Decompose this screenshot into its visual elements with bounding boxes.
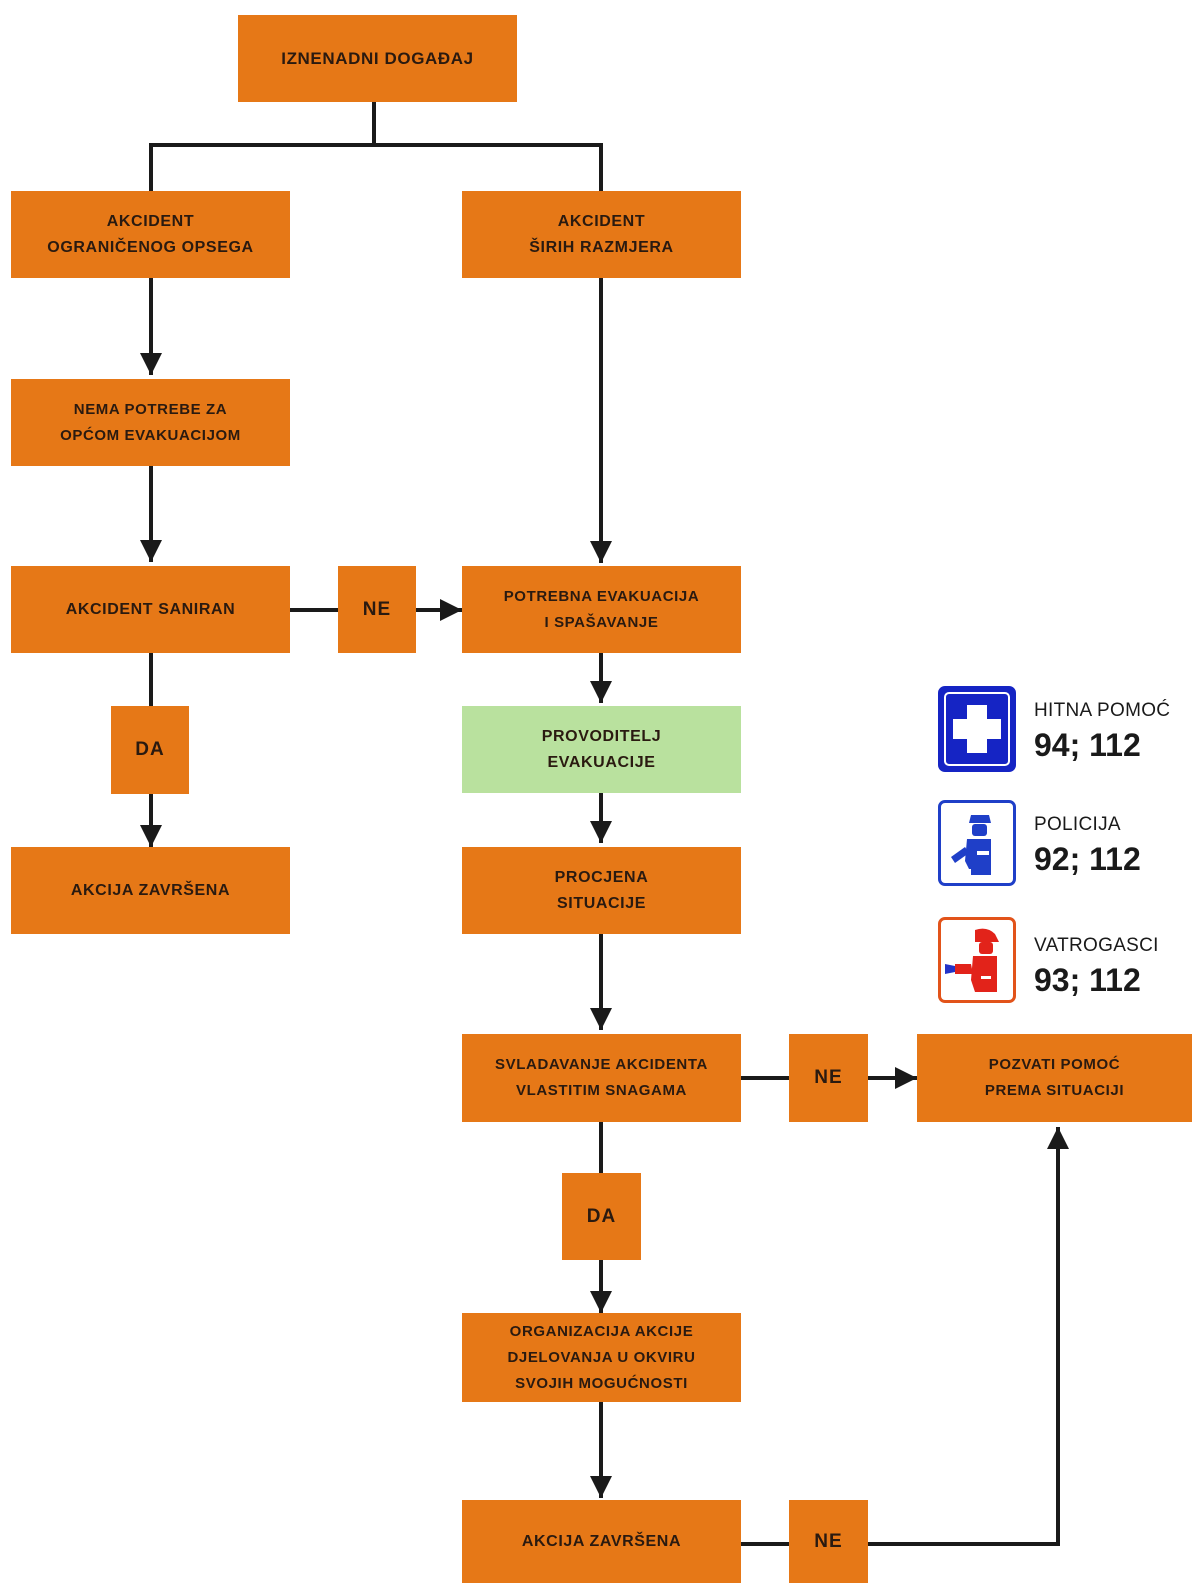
legend-vatrogasci-number: 93; 112 [1034, 962, 1141, 998]
decision-ne-bottom: NE [789, 1500, 868, 1583]
legend-policija-number: 92; 112 [1034, 841, 1141, 877]
node-akcija-zavrsena-left: AKCIJA ZAVRŠENA [11, 847, 290, 934]
arrow-ne-to-callhelp-loop [868, 1127, 1069, 1546]
decision-da-left: DA [111, 706, 189, 794]
split-connector-right [374, 143, 603, 191]
split-connector [149, 102, 376, 191]
node-nema-potrebe-za-evakuacijom: NEMA POTREBE ZA OPĆOM EVAKUACIJOM [11, 379, 290, 466]
node-iznenadni-dogadaj: IZNENADNI DOGAĐAJ [238, 15, 517, 102]
node-svladavanje-akcidenta: SVLADAVANJE AKCIDENTA VLASTITIM SNAGAMA [462, 1034, 741, 1122]
legend-policija-label: POLICIJA [1034, 814, 1121, 835]
node-potrebna-evakuacija: POTREBNA EVAKUACIJA I SPAŠAVANJE [462, 566, 741, 653]
medical-cross-icon [938, 686, 1016, 772]
decision-ne-middle: NE [789, 1034, 868, 1122]
legend-hitna-pomoc-number: 94; 112 [1034, 727, 1141, 763]
decision-da-right: DA [562, 1173, 641, 1260]
node-akcident-saniran: AKCIDENT SANIRAN [11, 566, 290, 653]
node-organizacija-akcije: ORGANIZACIJA AKCIJE DJELOVANJA U OKVIRU … [462, 1313, 741, 1402]
decision-ne-left: NE [338, 566, 416, 653]
legend-vatrogasci-label: VATROGASCI [1034, 935, 1159, 956]
firefighter-icon [938, 917, 1016, 1003]
node-akcident-ogranicenog-opsega: AKCIDENT OGRANIČENOG OPSEGA [11, 191, 290, 278]
node-akcija-zavrsena-right: AKCIJA ZAVRŠENA [462, 1500, 741, 1583]
legend-hitna-pomoc-label: HITNA POMOĆ [1034, 700, 1171, 721]
node-procjena-situacije: PROCJENA SITUACIJE [462, 847, 741, 934]
node-provoditelj-evakuacije: PROVODITELJ EVAKUACIJE [462, 706, 741, 793]
police-officer-icon [938, 800, 1016, 886]
node-pozvati-pomoc: POZVATI POMOĆ PREMA SITUACIJI [917, 1034, 1192, 1122]
node-akcident-sirih-razmjera: AKCIDENT ŠIRIH RAZMJERA [462, 191, 741, 278]
